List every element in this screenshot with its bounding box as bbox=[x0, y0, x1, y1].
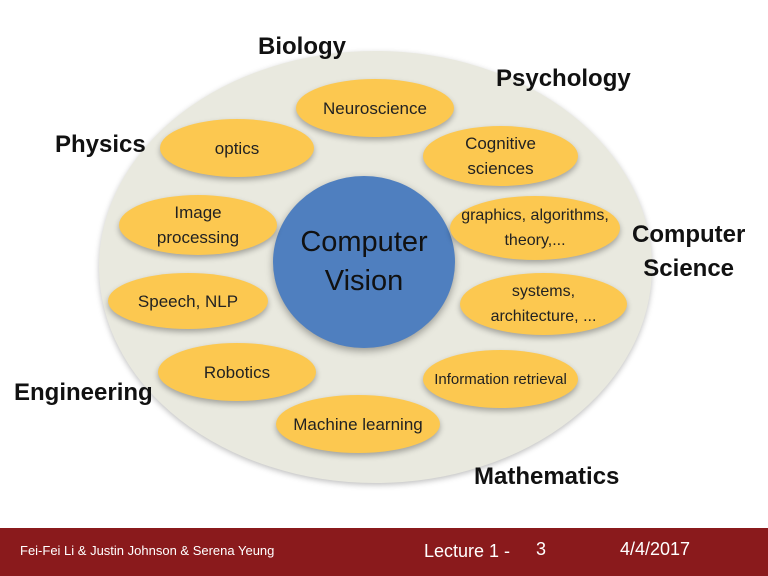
subfield-graphics-algorithms-theory: graphics, algorithms, theory,... bbox=[450, 196, 620, 260]
center-label-line2: Vision bbox=[324, 265, 404, 297]
field-physics: Physics bbox=[55, 131, 146, 158]
subfield-systems-architecture: systems, architecture, ... bbox=[460, 273, 627, 335]
computer-vision-circle: Computer Vision bbox=[273, 176, 455, 348]
subfield-optics: optics bbox=[160, 119, 314, 177]
field-psychology: Psychology bbox=[496, 65, 631, 92]
subfield-neuroscience: Neuroscience bbox=[296, 79, 454, 137]
footer-authors: Fei-Fei Li & Justin Johnson & Serena Yeu… bbox=[20, 543, 275, 558]
subfield-machine-learning: Machine learning bbox=[276, 395, 440, 453]
subfield-information-retrieval: Information retrieval bbox=[423, 350, 578, 408]
subfield-cognitive-sciences: Cognitive sciences bbox=[423, 126, 578, 186]
slide-footer: Fei-Fei Li & Justin Johnson & Serena Yeu… bbox=[0, 528, 768, 576]
subfield-image-processing: Image processing bbox=[119, 195, 277, 255]
footer-date: 4/4/2017 bbox=[620, 539, 691, 559]
field-engineering: Engineering bbox=[14, 379, 153, 406]
field-mathematics: Mathematics bbox=[474, 463, 620, 490]
footer-lecture: Lecture 1 - bbox=[424, 541, 511, 561]
center-label-line1: Computer bbox=[300, 226, 428, 258]
subfield-speech-nlp: Speech, NLP bbox=[108, 273, 268, 329]
field-computer-science: Computer Science bbox=[632, 221, 746, 282]
field-biology: Biology bbox=[258, 33, 346, 60]
footer-slide-number: 3 bbox=[536, 539, 547, 559]
subfield-robotics: Robotics bbox=[158, 343, 316, 401]
